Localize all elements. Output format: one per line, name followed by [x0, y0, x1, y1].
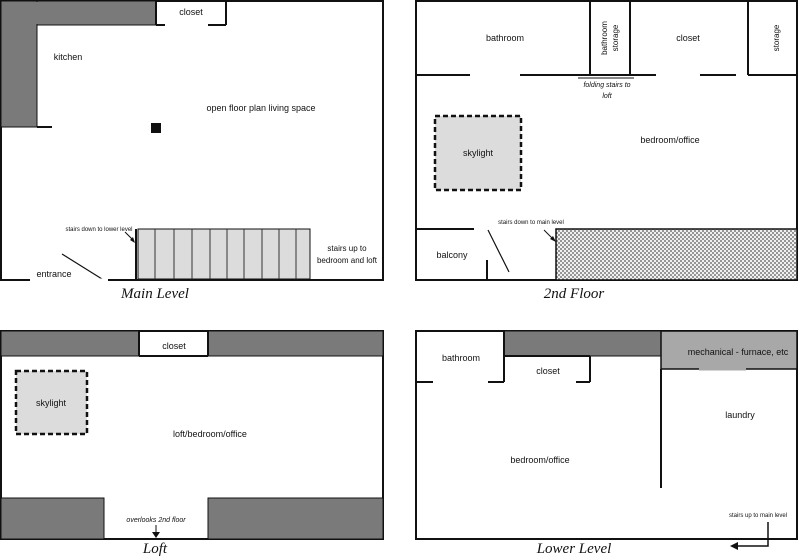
second-floor-caption: 2nd Floor: [544, 286, 605, 302]
stairs-up-label-1: stairs up to: [327, 244, 367, 253]
second-floor-skylight: [433, 114, 523, 192]
lower-level-plan: bathroom closet mechanical - furnace, et…: [415, 330, 798, 556]
loft-plan: closet skylight loft/bedroom/office over…: [0, 330, 384, 556]
bathroom-storage-label-1: bathroom: [600, 21, 609, 55]
laundry-label: laundry: [725, 410, 755, 420]
stairs-down-label: stairs down to lower level: [65, 227, 132, 233]
bathroom-storage-label-2: storage: [611, 24, 620, 51]
entrance-label: entrance: [36, 269, 71, 279]
loft-room-label: loft/bedroom/office: [173, 429, 247, 439]
stairs-up-main-label: stairs up to main level: [729, 513, 787, 519]
lower-top-wall: [503, 330, 662, 357]
folding-stairs-label-1: folding stairs to: [583, 82, 630, 89]
living-space-label: open floor plan living space: [206, 103, 315, 113]
bathroom-label: bathroom: [486, 33, 524, 43]
main-stairs: [137, 228, 311, 280]
main-level-plan: closet kitchen open floor plan living sp…: [0, 0, 384, 302]
loft-bottom-right-wall: [207, 497, 384, 540]
lower-closet-label: closet: [536, 366, 560, 376]
loft-bottom-left-wall: [0, 497, 105, 540]
loft-skylight-label: skylight: [36, 398, 67, 408]
lower-bedroom-office-label: bedroom/office: [510, 455, 569, 465]
stairs-up-label-2: bedroom and loft: [317, 256, 378, 265]
folding-stairs-label-2: loft: [602, 93, 612, 100]
kitchen-label: kitchen: [54, 52, 83, 62]
loft-caption: Loft: [142, 541, 168, 556]
second-floor-plan: bathroom bathroom storage closet storage…: [415, 0, 798, 302]
overlooks-label: overlooks 2nd floor: [126, 517, 186, 524]
loft-skylight: [14, 369, 89, 436]
skylight-label: skylight: [463, 148, 494, 158]
second-floor-stairs: [555, 228, 798, 281]
storage-label: storage: [772, 24, 781, 51]
stairs-down-main-label: stairs down to main level: [498, 220, 564, 226]
loft-top-right-wall: [207, 330, 384, 357]
support-column: [151, 123, 161, 133]
bedroom-office-label: bedroom/office: [640, 135, 699, 145]
lower-bathroom-label: bathroom: [442, 353, 480, 363]
mechanical-room: [660, 330, 798, 370]
loft-closet-label: closet: [162, 341, 186, 351]
second-closet-label: closet: [676, 33, 700, 43]
main-closet-label: closet: [179, 7, 203, 17]
mechanical-label: mechanical - furnace, etc: [688, 347, 789, 357]
balcony-label: balcony: [436, 250, 468, 260]
lower-level-caption: Lower Level: [536, 541, 612, 556]
main-level-caption: Main Level: [120, 286, 189, 302]
loft-top-left-wall: [0, 330, 140, 357]
